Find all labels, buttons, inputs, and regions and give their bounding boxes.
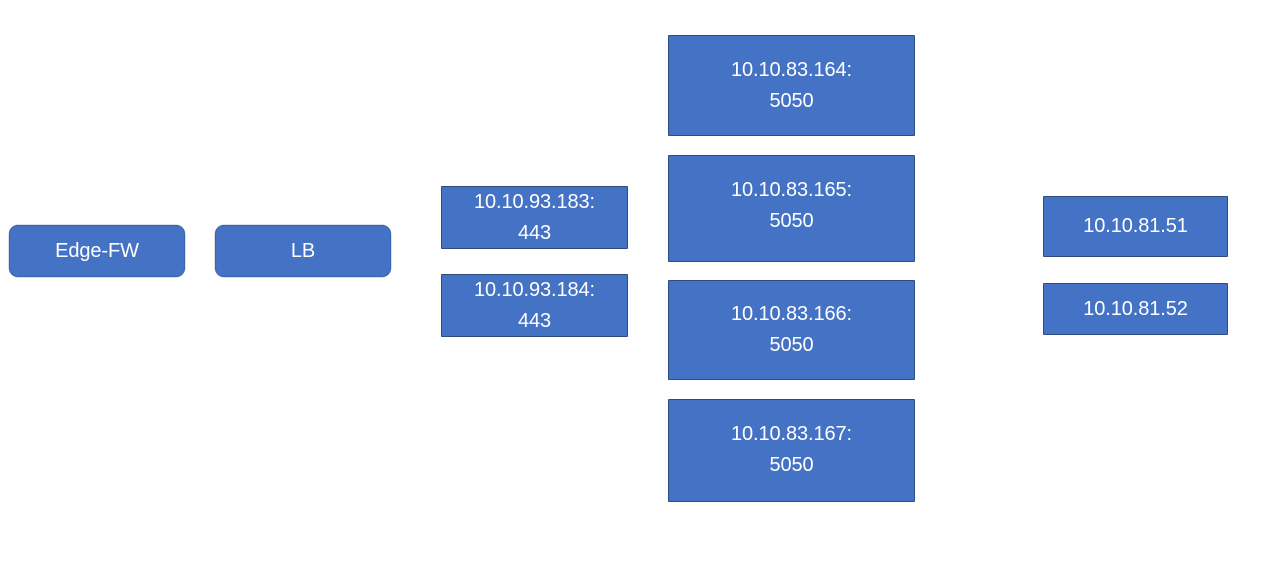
node-label-vip-183: 10.10.93.183: 443 — [473, 190, 596, 244]
node-app-10-10-83-167[interactable]: 10.10.83.167: 5050 — [668, 399, 915, 502]
node-label-app-164: 10.10.83.164: 5050 — [730, 58, 853, 112]
node-app-10-10-83-166[interactable]: 10.10.83.166: 5050 — [668, 280, 915, 380]
node-vip-10-10-93-184[interactable]: 10.10.93.184: 443 — [441, 274, 628, 337]
node-label-host-51: 10.10.81.51 — [1083, 215, 1188, 237]
node-host-10-10-81-51[interactable]: 10.10.81.51 — [1043, 196, 1228, 257]
node-label-app-166: 10.10.83.166: 5050 — [730, 303, 853, 356]
node-label-host-52: 10.10.81.52 — [1083, 297, 1188, 320]
node-app-10-10-83-164[interactable]: 10.10.83.164: 5050 — [668, 35, 915, 136]
node-label-app-165: 10.10.83.165: 5050 — [730, 179, 853, 232]
node-vip-10-10-93-183[interactable]: 10.10.93.183: 443 — [441, 186, 628, 249]
node-label-vip-184: 10.10.93.184: 443 — [473, 278, 596, 332]
node-label-lb: LB — [290, 239, 316, 262]
node-app-10-10-83-165[interactable]: 10.10.83.165: 5050 — [668, 155, 915, 262]
node-label-edge-fw: Edge-FW — [55, 239, 139, 262]
node-host-10-10-81-52[interactable]: 10.10.81.52 — [1043, 283, 1228, 335]
node-edge-fw[interactable]: Edge-FW — [9, 225, 185, 277]
node-label-app-167: 10.10.83.167: 5050 — [730, 423, 853, 476]
node-lb[interactable]: LB — [215, 225, 391, 277]
